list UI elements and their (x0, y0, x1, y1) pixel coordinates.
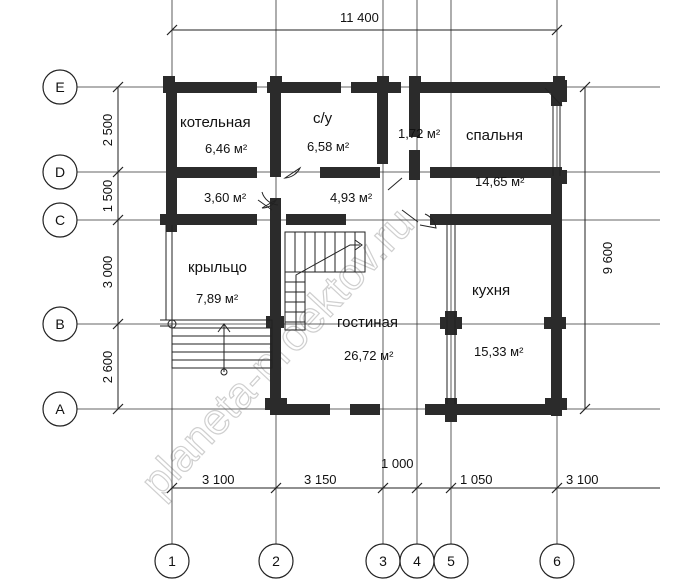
staircase (284, 231, 366, 331)
row-dimension-e-d: 2 500 (100, 114, 115, 147)
axis-label-a: A (55, 401, 65, 417)
walls (160, 76, 567, 422)
bottom-dimension-1-2: 3 100 (202, 472, 235, 487)
room-name-living: гостиная (337, 314, 398, 331)
column-axis-markers (154, 543, 575, 579)
room-area-hall: 4,93 м² (330, 190, 373, 205)
axis-label-5: 5 (447, 553, 455, 569)
room-name-bathroom: с/у (313, 110, 333, 127)
axis-label-6: 6 (553, 553, 561, 569)
row-axis-markers (42, 69, 78, 427)
room-area-bathroom: 6,58 м² (307, 139, 350, 154)
room-name-boiler: котельная (180, 114, 251, 131)
axis-label-3: 3 (379, 553, 387, 569)
row-dimension-c-b: 3 000 (100, 256, 115, 289)
bottom-dimension-5-6: 3 100 (566, 472, 599, 487)
door-swings (257, 166, 437, 229)
bottom-dimension-3-4: 1 000 (381, 456, 414, 471)
room-area-living: 26,72 м² (344, 348, 394, 363)
row-dimension-d-c: 1 500 (100, 180, 115, 213)
room-area-porch: 7,89 м² (196, 291, 239, 306)
row-dimension-b-a: 2 600 (100, 351, 115, 384)
room-area-boiler: 6,46 м² (205, 141, 248, 156)
room-area-closet: 1,72 м² (398, 126, 441, 141)
room-name-bedroom: спальня (466, 127, 523, 144)
axis-label-2: 2 (272, 553, 280, 569)
room-area-bedroom: 14,65 м² (475, 174, 525, 189)
bottom-dimension-4-5: 1 050 (460, 472, 493, 487)
room-area-kitchen: 15,33 м² (474, 344, 524, 359)
corner-detail (544, 87, 563, 107)
axis-label-d: D (55, 164, 65, 180)
axis-label-1: 1 (168, 553, 176, 569)
axis-label-c: C (55, 212, 65, 228)
bedroom-window (552, 106, 561, 176)
room-name-kitchen: кухня (472, 282, 510, 299)
bottom-dimension-2-3: 3 150 (304, 472, 337, 487)
axis-label-e: E (55, 79, 64, 95)
room-name-porch: крыльцо (188, 259, 247, 276)
total-width-dimension: 11 400 (340, 10, 379, 25)
kitchen-partition (446, 225, 456, 404)
dimension-lines (112, 24, 660, 494)
total-depth-dimension: 9 600 (600, 242, 615, 275)
axis-label-b: B (55, 316, 64, 332)
axis-label-4: 4 (413, 553, 421, 569)
porch-rail (165, 225, 173, 320)
room-area-vestibule: 3,60 м² (204, 190, 247, 205)
